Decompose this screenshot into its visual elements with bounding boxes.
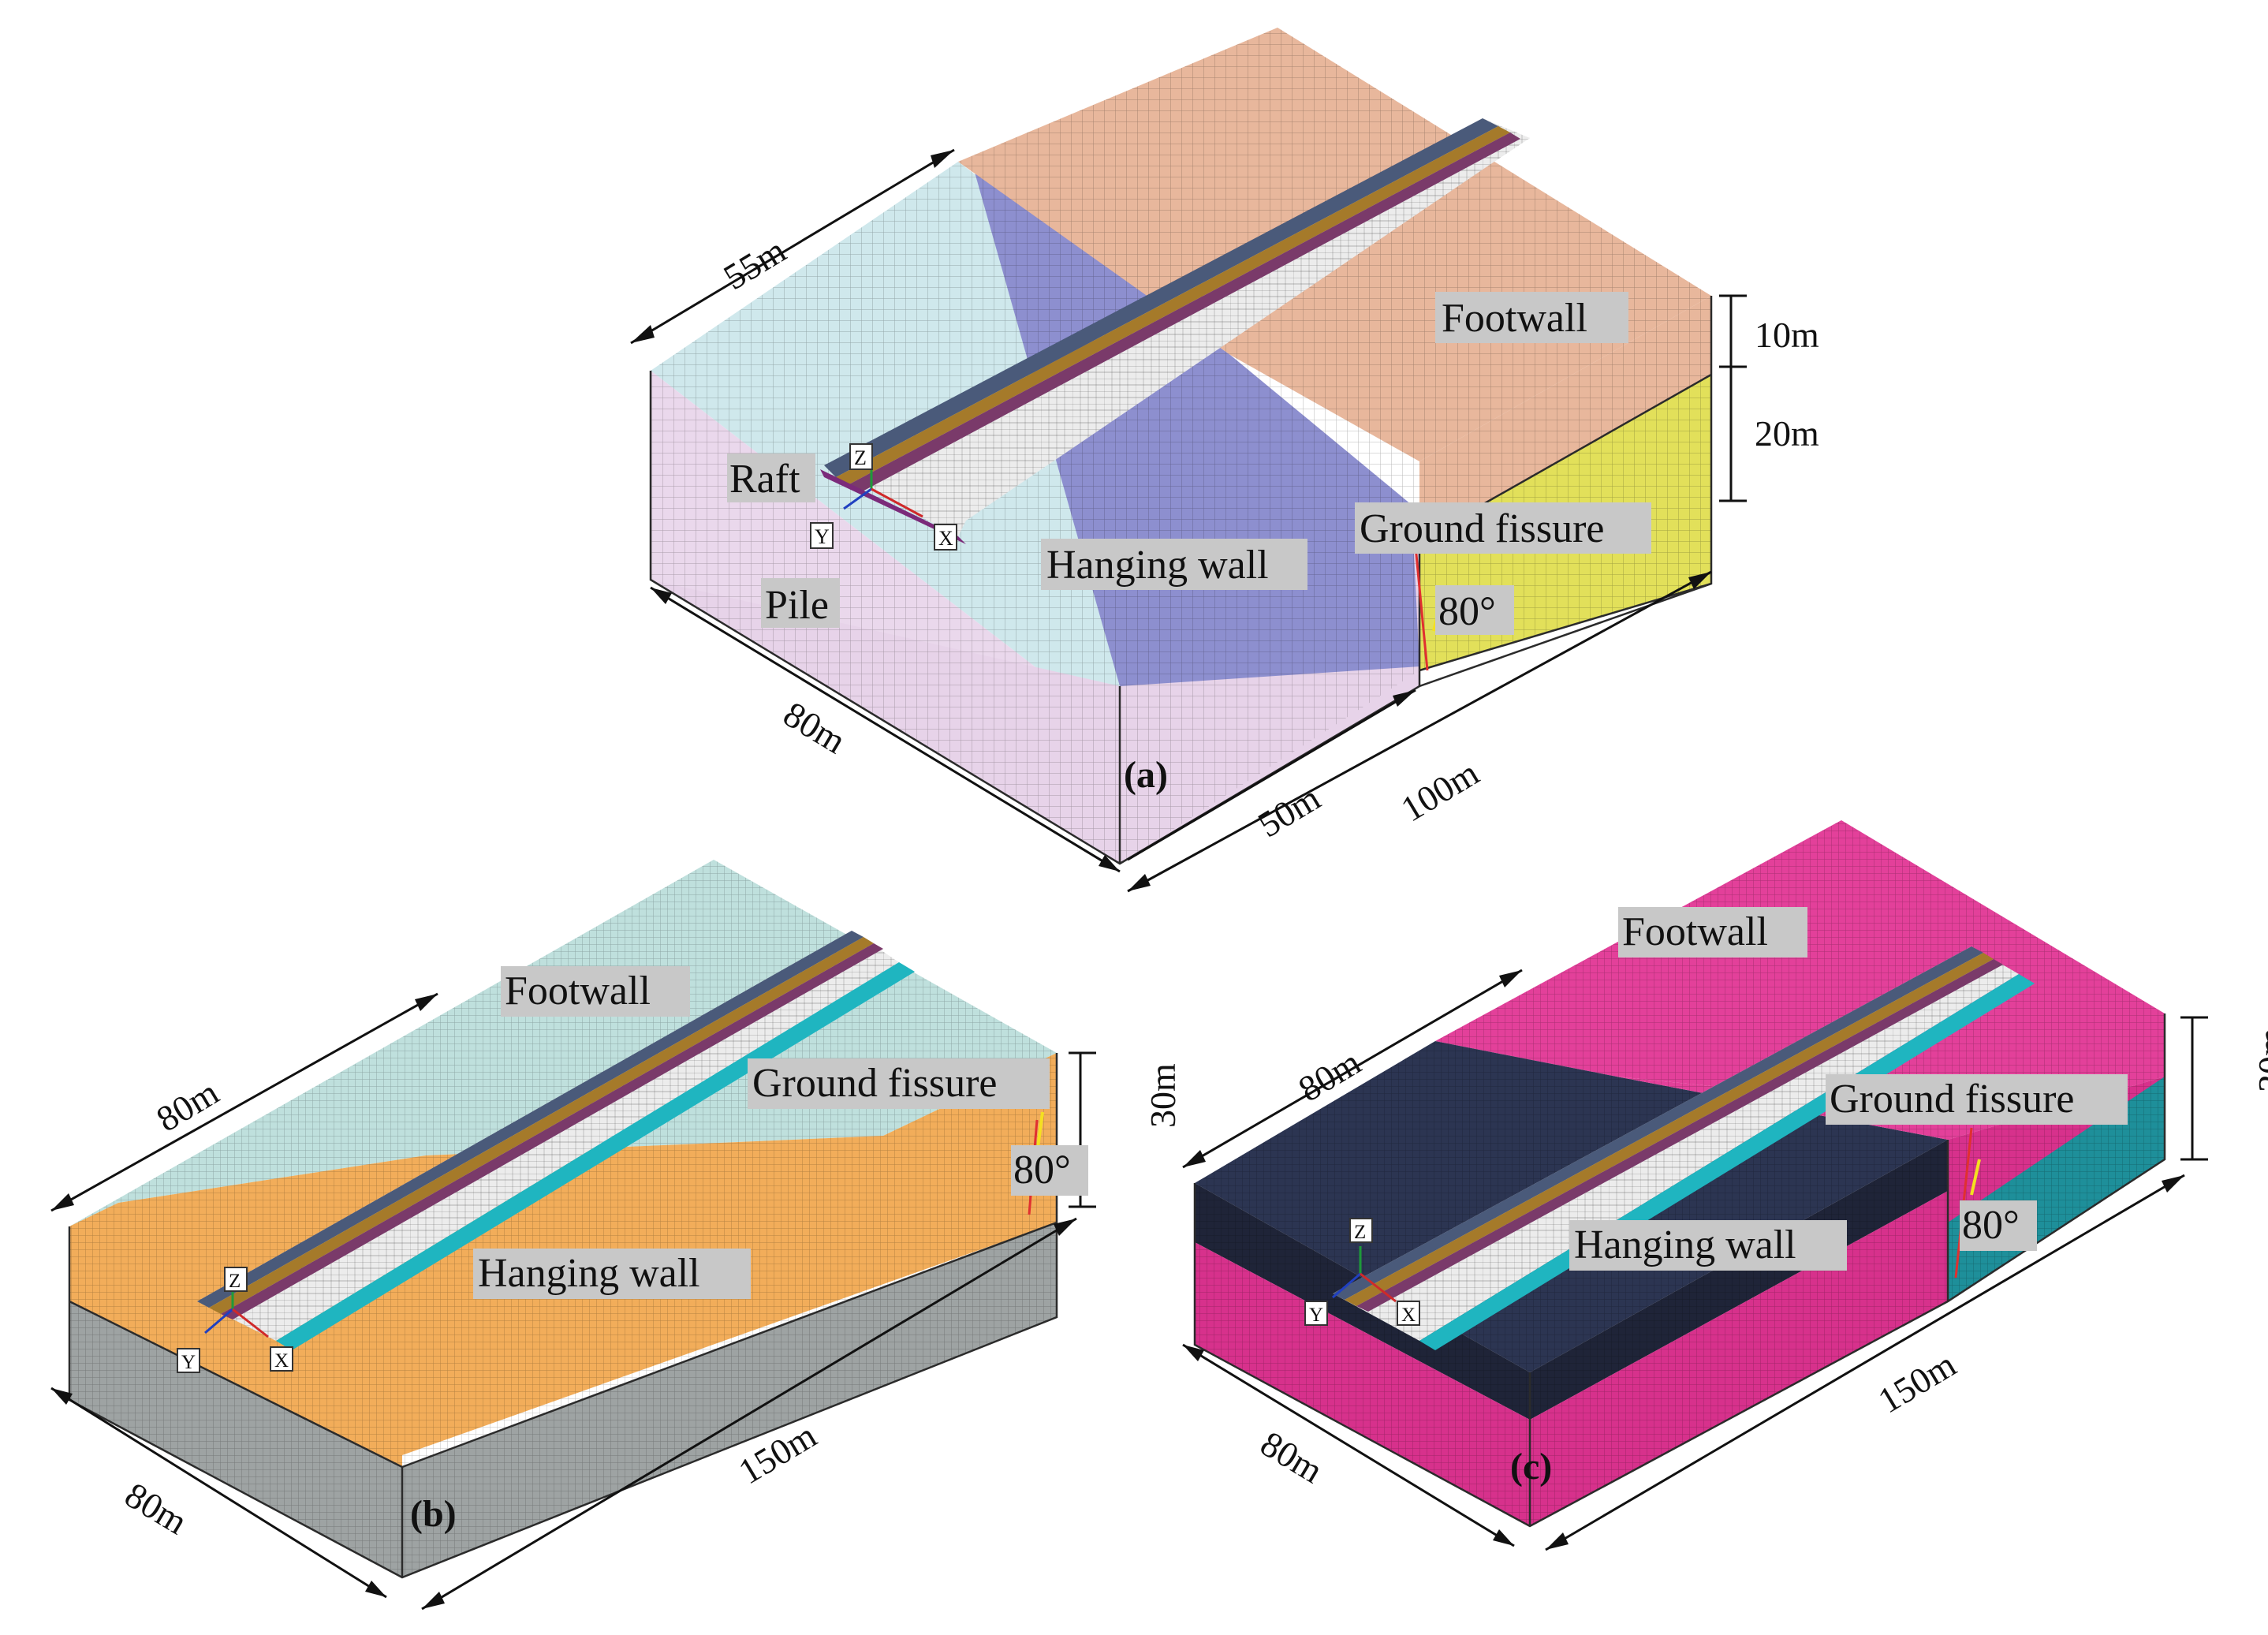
panel-b-label-hanging-wall: Hanging wall (478, 1251, 700, 1296)
panel-a-label-raft: Raft (729, 457, 800, 502)
svg-text:X: X (1401, 1305, 1416, 1326)
panel-b-dim-80m-top: 80m (149, 1072, 226, 1140)
panel-a-panel-label: (a) (1124, 754, 1168, 796)
panel-a-dim-10m: 10m (1755, 315, 1819, 355)
svg-text:X: X (938, 527, 953, 550)
svg-text:Y: Y (181, 1352, 196, 1373)
panel-c-label-hanging-wall: Hanging wall (1574, 1223, 1796, 1267)
panel-c-dim-150m: 150m (1871, 1344, 1963, 1421)
panel-b-panel-label: (b) (410, 1493, 457, 1535)
panel-c-label-ground-fissure: Ground fissure (1830, 1077, 2075, 1122)
svg-text:Z: Z (1354, 1222, 1366, 1243)
panel-a-label-footwall: Footwall (1442, 296, 1587, 341)
panel-a-dim-100m: 100m (1394, 752, 1486, 830)
panel-b-label-footwall: Footwall (505, 969, 651, 1013)
panel-c-dim-30m: 30m (2251, 1028, 2268, 1092)
panel-a-axis-triad: Z Y X (810, 443, 957, 551)
panel-b-label-ground-fissure: Ground fissure (752, 1061, 998, 1106)
panel-c-label-angle: 80° (1962, 1203, 2020, 1248)
panel-a-label-pile: Pile (765, 583, 829, 628)
panel-a: 55m 10m 20m 80m 50m 100m Footwall Hangin… (630, 28, 1819, 893)
panel-a-label-ground-fissure: Ground fissure (1360, 506, 1605, 551)
panel-c-label-footwall: Footwall (1622, 909, 1768, 954)
panel-b-label-angle: 80° (1013, 1148, 1071, 1193)
panel-c-axis-triad: Z Y X (1304, 1218, 1420, 1326)
panel-a-dim-55m-line (630, 148, 955, 345)
panel-b-axis-triad: Z Y X (177, 1267, 293, 1373)
panel-c-dim-80m-front: 80m (1254, 1423, 1330, 1491)
svg-text:Z: Z (229, 1271, 241, 1292)
svg-text:Y: Y (1309, 1305, 1323, 1326)
panel-c-panel-label: (c) (1510, 1446, 1552, 1488)
panel-b-dim-80m-front: 80m (118, 1474, 195, 1542)
svg-text:X: X (274, 1350, 289, 1372)
panel-b-dim-30m: 30m (1143, 1063, 1183, 1128)
panel-a-raft (820, 469, 966, 544)
svg-text:Z: Z (854, 446, 867, 469)
panel-a-label-angle: 80° (1438, 589, 1496, 634)
svg-text:Y: Y (815, 525, 830, 548)
panel-c: 80m 30m 80m 150m Footwall Hanging wall G… (1182, 820, 2268, 1551)
panel-a-label-hanging-wall: Hanging wall (1046, 543, 1269, 588)
panel-a-dim-20m: 20m (1755, 413, 1819, 454)
panel-b: 80m 30m 80m 150m Footwall Hanging wall G… (50, 860, 1183, 1611)
